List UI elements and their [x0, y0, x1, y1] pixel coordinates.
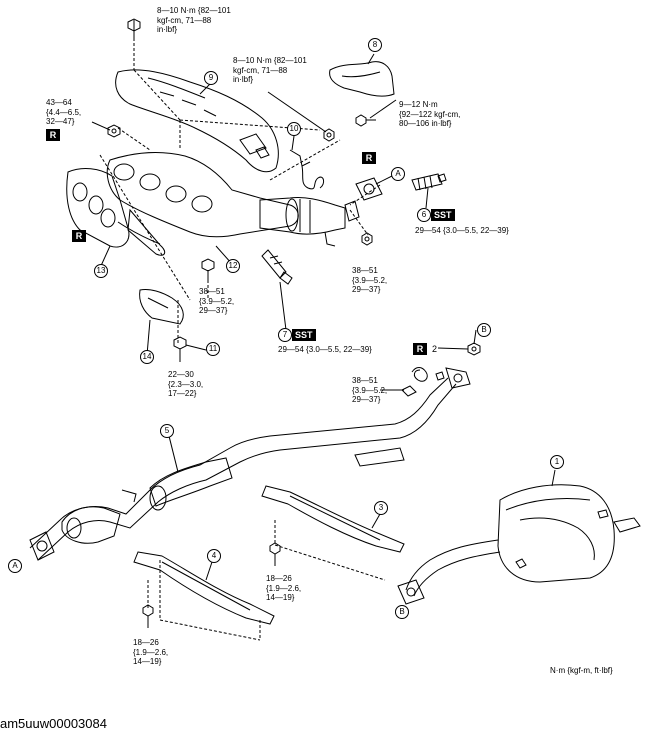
- callout-3: 3: [374, 501, 388, 515]
- bracket-wire: [289, 149, 325, 190]
- callout-11: 11: [206, 342, 220, 356]
- heat-insulator-upper: [115, 69, 279, 173]
- callout-12: 12: [226, 259, 240, 273]
- sst-mark: SST: [292, 329, 316, 341]
- callout-2: 2: [432, 344, 438, 354]
- callout-9: 9: [204, 71, 218, 85]
- unit-legend: N·m {kgf-m, ft·lbf}: [550, 666, 613, 675]
- leader-lines: [91, 20, 556, 581]
- front-pipe-assembly: [29, 342, 481, 561]
- torque-spec-10: 38—51 {3.9—5.2, 29—37}: [352, 376, 388, 404]
- torque-spec-3: 43—64 {4.4—6.5, 32—47}: [46, 98, 82, 126]
- replace-mark-r: R: [413, 343, 427, 355]
- crossmember-3: [261, 485, 405, 553]
- callout-7: 7: [278, 328, 292, 342]
- callout-4: 4: [207, 549, 221, 563]
- torque-spec-9: 22—30 {2.3—3.0, 17—22}: [168, 370, 204, 398]
- replace-mark-r: R: [72, 230, 86, 242]
- torque-spec-4: 9—12 N·m {92—122 kgf-cm, 80—106 in·lbf}: [399, 100, 461, 128]
- callout-13: 13: [94, 264, 108, 278]
- callout-b-lower: B: [395, 605, 409, 619]
- upper-fasteners: [107, 18, 376, 246]
- front-catalytic-converter: [259, 197, 360, 247]
- callout-5: 5: [160, 424, 174, 438]
- guide-lines: [99, 38, 386, 641]
- callout-a-lower: A: [8, 559, 22, 573]
- crossmember-4: [133, 551, 275, 625]
- torque-spec-12: 18—26 {1.9—2.6, 14—19}: [133, 638, 169, 666]
- torque-spec-7: 38—51 {3.9—5.2, 29—37}: [199, 287, 235, 315]
- callout-1: 1: [550, 455, 564, 469]
- torque-spec-6: 38—51 {3.9—5.2, 29—37}: [352, 266, 388, 294]
- torque-spec-5: 29—54 {3.0—5.5, 22—39}: [415, 226, 509, 235]
- callout-14: 14: [140, 350, 154, 364]
- callout-8: 8: [368, 38, 382, 52]
- muffler-assembly: [397, 484, 641, 605]
- callout-a: A: [391, 167, 405, 181]
- gasket-a: [355, 177, 383, 201]
- exhaust-manifold: [66, 152, 299, 256]
- replace-mark-r: R: [362, 152, 376, 164]
- replace-mark-r: R: [46, 129, 60, 141]
- heat-insulator-small: [329, 61, 395, 97]
- callout-10: 10: [287, 122, 301, 136]
- crossmember-bolts: [142, 542, 281, 628]
- callout-b: B: [477, 323, 491, 337]
- torque-spec-1: 8—10 N·m {82—101 kgf-cm, 71—88 in·lbf}: [157, 6, 231, 34]
- figure-id: am5uuw00003084: [0, 716, 107, 731]
- torque-spec-8: 29—54 {3.0—5.5, 22—39}: [278, 345, 372, 354]
- sst-mark: SST: [431, 209, 455, 221]
- torque-spec-2: 8—10 N·m {82—101 kgf-cm, 71—88 in·lbf}: [233, 56, 307, 84]
- torque-spec-11: 18—26 {1.9—2.6, 14—19}: [266, 574, 302, 602]
- callout-6: 6: [417, 208, 431, 222]
- lower-bolts: [173, 258, 215, 362]
- oxygen-sensor-upper: [411, 173, 447, 191]
- heat-insulator-lower: [139, 289, 184, 325]
- oxygen-sensor-lower: [261, 249, 293, 285]
